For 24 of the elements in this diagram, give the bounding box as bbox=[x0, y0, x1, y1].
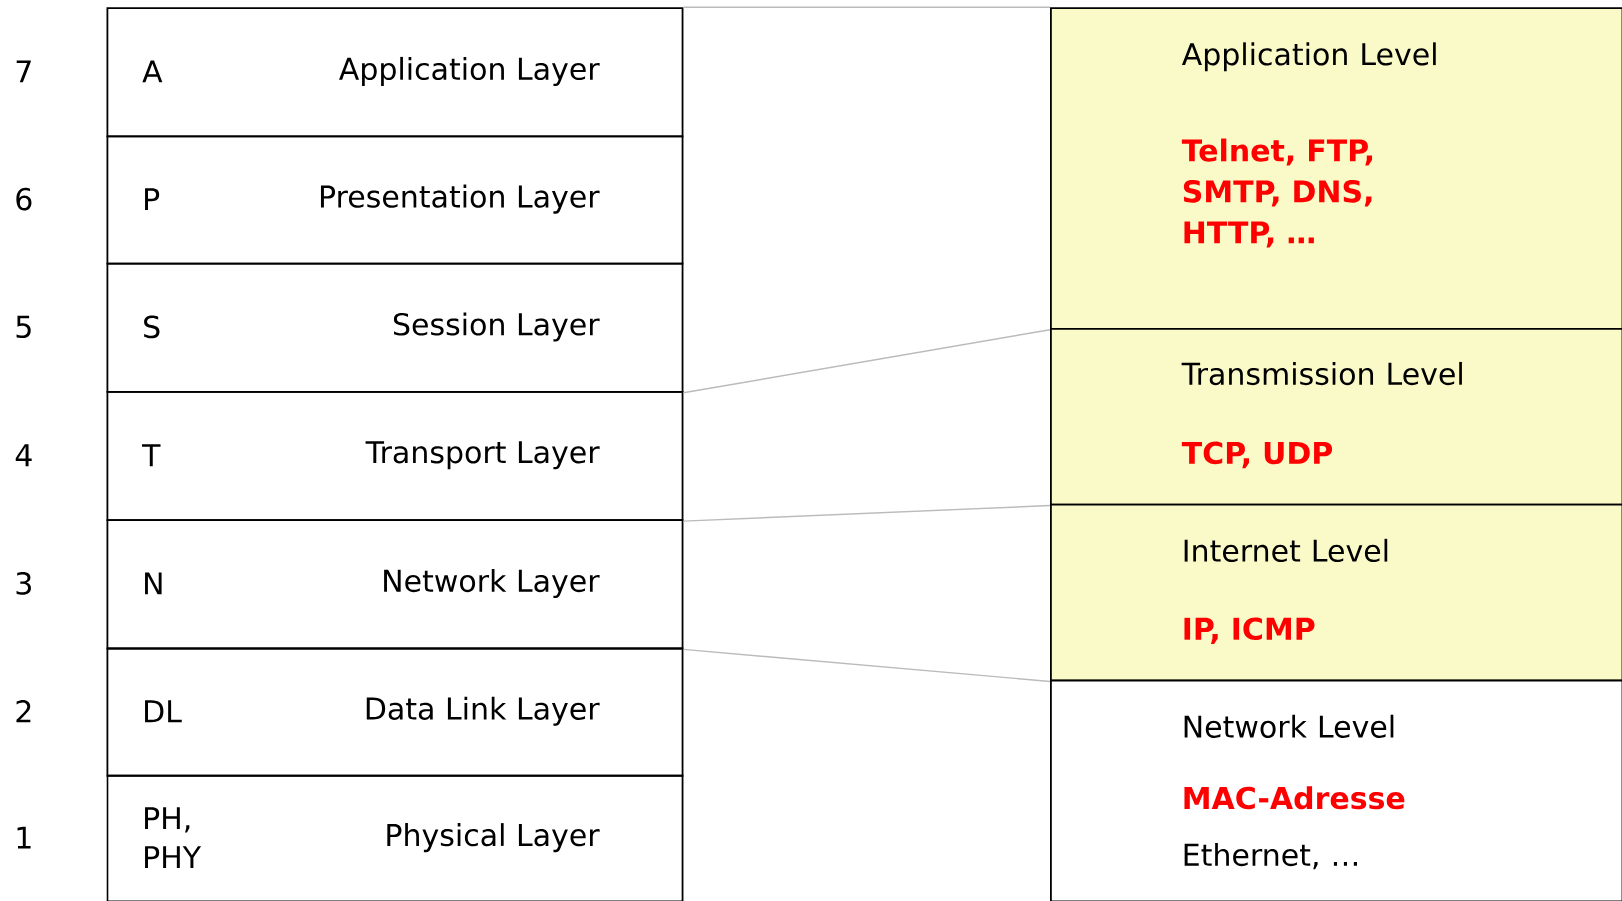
mapping-line bbox=[682, 648, 1051, 683]
layer-box: PH, PHY Physical Layer bbox=[106, 774, 684, 901]
level-box: Network Level MAC-Adresse Ethernet, … bbox=[1050, 679, 1622, 901]
layer-number: 7 bbox=[16, 60, 31, 83]
level-box: Transmission Level TCP, UDP bbox=[1050, 327, 1622, 506]
layer-number: 3 bbox=[16, 572, 31, 595]
layer-number: 5 bbox=[16, 315, 31, 339]
mapping-line bbox=[682, 504, 1051, 522]
node-label: Application Level bbox=[1181, 42, 1436, 72]
node-label: Telnet, FTP, SMTP, DNS, HTTP, … bbox=[1181, 138, 1373, 248]
layer-box: T Transport Layer bbox=[106, 391, 684, 522]
layer-box: P Presentation Layer bbox=[106, 135, 684, 265]
layer-box: DL Data Link Layer bbox=[106, 647, 684, 777]
layer-box: N Network Layer bbox=[106, 519, 684, 650]
layer-number: 6 bbox=[16, 187, 32, 211]
layer-box: A Application Layer bbox=[106, 7, 684, 138]
layer-number: 1 bbox=[17, 826, 31, 849]
layer-number: 2 bbox=[16, 700, 31, 723]
mapping-line bbox=[682, 329, 1051, 394]
level-box: Application Level Telnet, FTP, SMTP, DNS, HTTP, … bbox=[1050, 7, 1622, 330]
mapping-line bbox=[682, 6, 1051, 8]
layer-number: 4 bbox=[15, 444, 32, 467]
layer-box: S Session Layer bbox=[106, 262, 684, 393]
level-box: Internet Level IP, ICMP bbox=[1050, 503, 1622, 682]
